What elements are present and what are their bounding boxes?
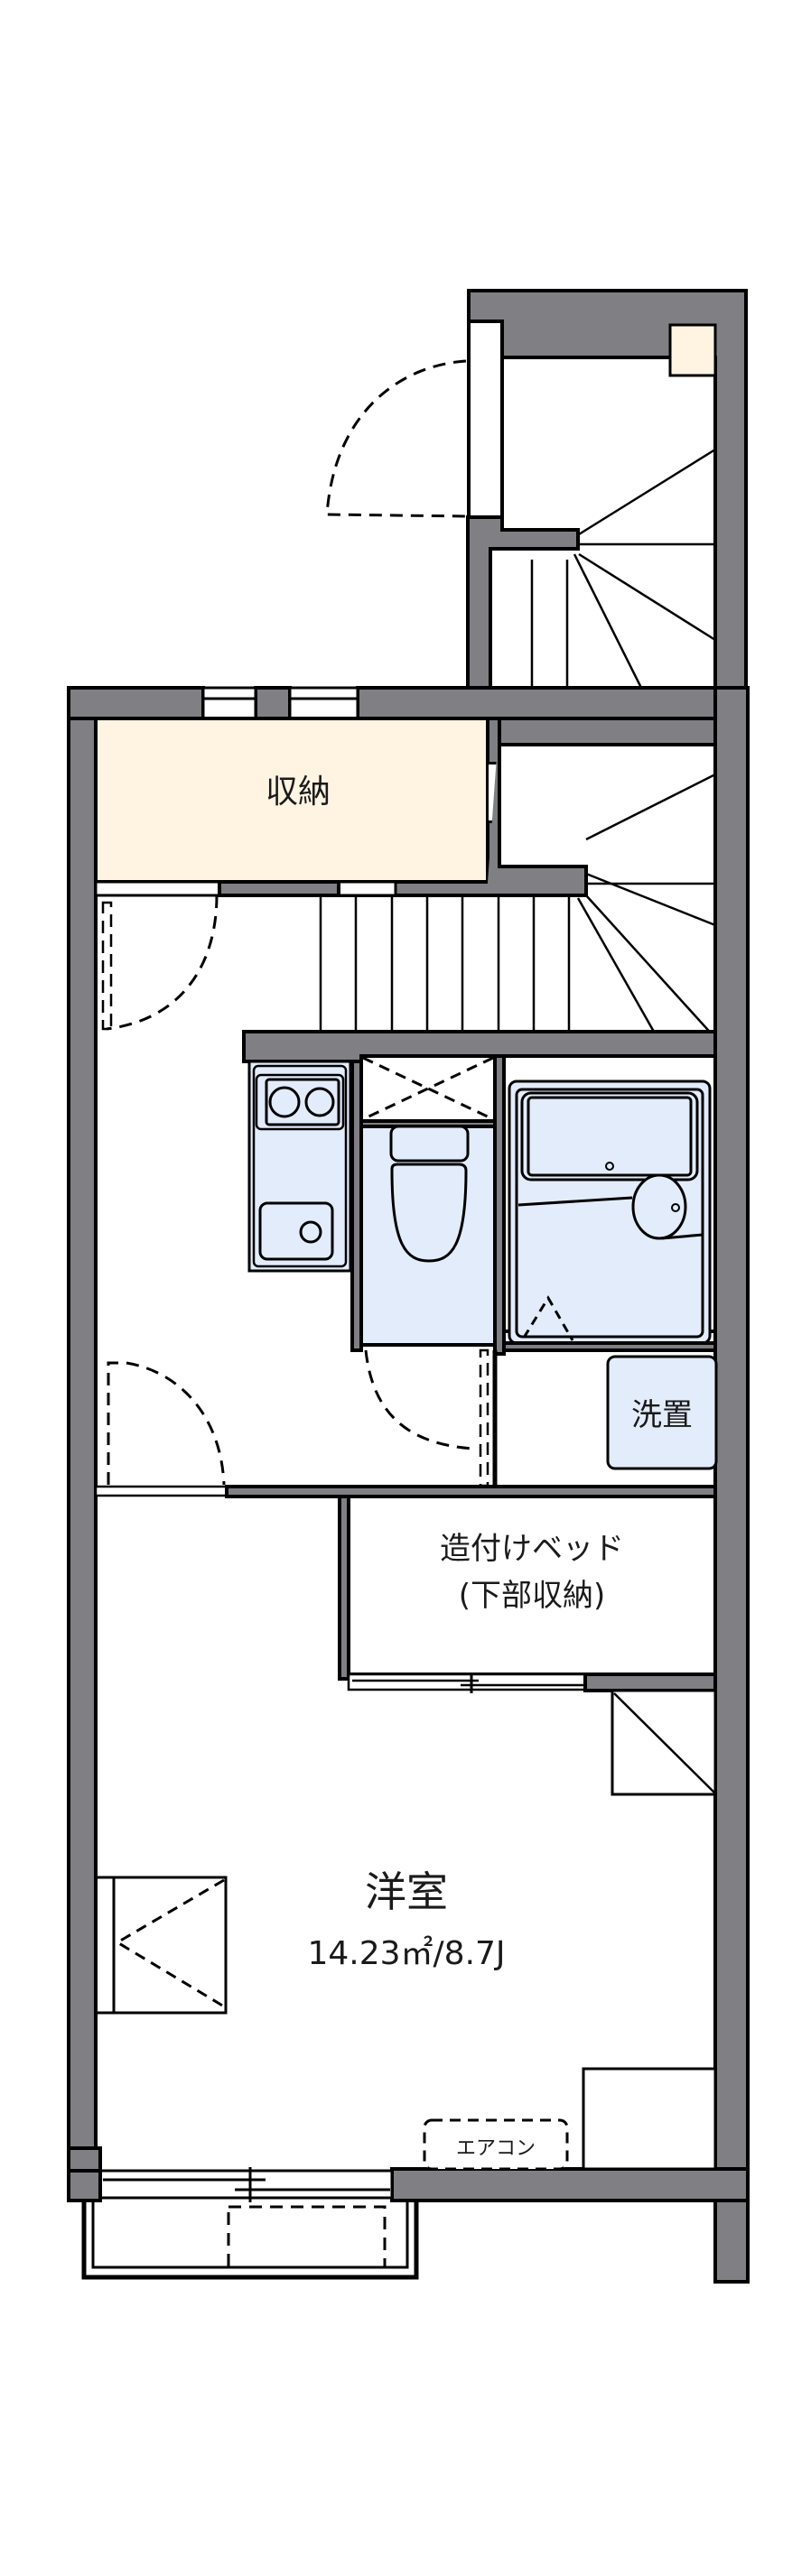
built-in-bed [347,1495,717,1676]
toilet [389,1125,470,1263]
kitchen-counter [247,1060,352,1273]
main-staircase [319,773,716,1039]
western-room-area: 14.23㎡/8.7J [307,1935,506,1972]
storage-label: 収納 [265,774,331,811]
built-in-bed-label-line1: 造付けベッド [440,1531,624,1567]
balcony [81,2202,419,2280]
toilet-room [359,1125,497,1347]
unit-bath [508,1080,712,1345]
western-room-label: 洋室 [365,1867,448,1916]
washer-label: 洗置 [631,1397,693,1433]
air-conditioner-label: エアコン [455,2137,536,2160]
built-in-bed-label-line2: (下部収納) [458,1578,606,1614]
outer-walls [67,686,750,2284]
ac-box [423,2118,569,2171]
loft-stair-block [325,289,748,746]
washer-space [606,1355,718,1470]
